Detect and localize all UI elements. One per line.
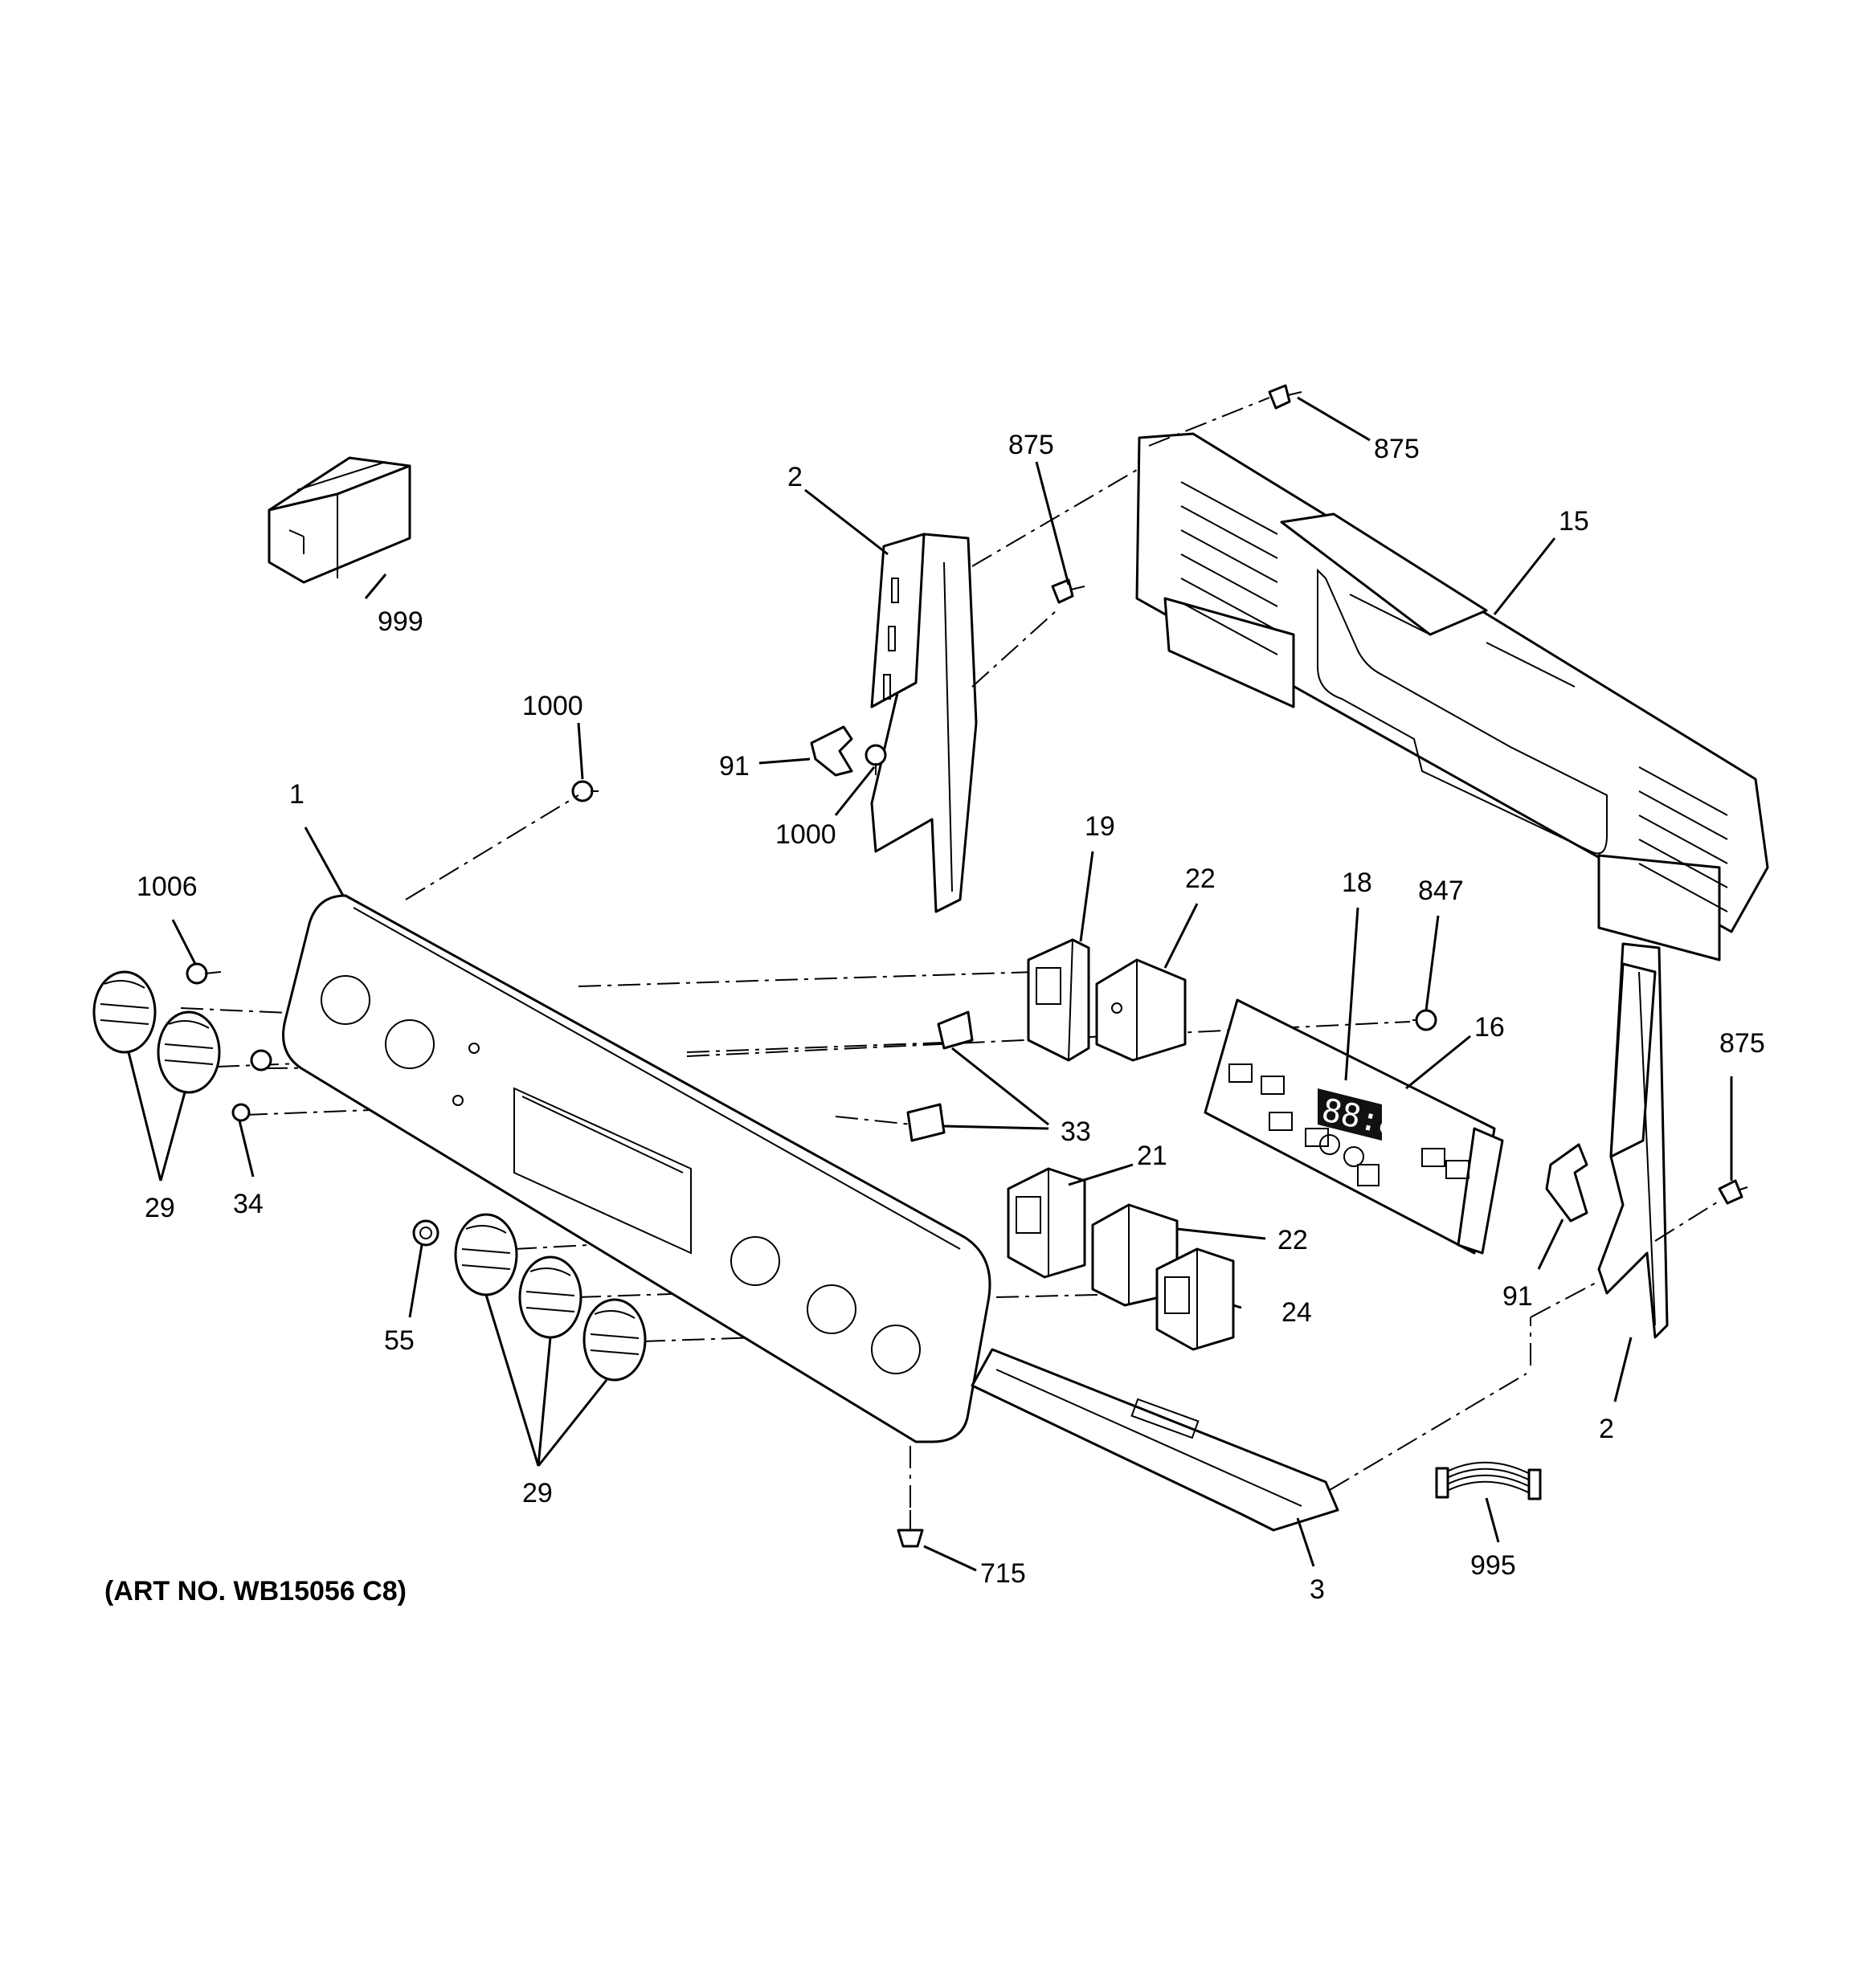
callout-875: 875 xyxy=(1374,434,1420,464)
callout-19: 19 xyxy=(1085,811,1115,842)
part-24-switch xyxy=(1155,1247,1235,1351)
callout-1: 1 xyxy=(289,779,305,810)
switches xyxy=(906,938,1235,1351)
callout-22: 22 xyxy=(1277,1225,1308,1255)
callout-18: 18 xyxy=(1342,867,1372,898)
callout-16: 16 xyxy=(1474,1012,1505,1043)
callout-21: 21 xyxy=(1137,1141,1167,1171)
callout-33: 33 xyxy=(1061,1116,1091,1147)
part-2-right-bracket xyxy=(1597,942,1669,1339)
screw-1000-top xyxy=(571,780,599,802)
callout-91: 91 xyxy=(719,751,750,782)
callout-24: 24 xyxy=(1281,1297,1312,1328)
callout-1000: 1000 xyxy=(522,691,583,721)
part-2-left-bracket xyxy=(870,533,978,913)
part-3-trim-strip xyxy=(971,1348,1339,1532)
part-999-box xyxy=(268,456,411,584)
screw-875-mid xyxy=(1051,578,1085,604)
part-995-harness xyxy=(1435,1461,1542,1500)
part-19-switch xyxy=(1027,938,1090,1062)
callout-55: 55 xyxy=(384,1325,415,1356)
callout-91: 91 xyxy=(1502,1281,1533,1312)
callout-847: 847 xyxy=(1418,876,1464,906)
part-91-clip-right xyxy=(1545,1143,1588,1223)
part-91-clip-left xyxy=(810,725,853,777)
callout-995: 995 xyxy=(1470,1550,1516,1581)
callout-999: 999 xyxy=(378,606,423,637)
screw-847 xyxy=(1412,1009,1437,1031)
screw-1000-bracket xyxy=(865,744,887,775)
callout-29: 29 xyxy=(522,1478,553,1508)
screws xyxy=(186,384,1748,1548)
knob-29 xyxy=(157,1010,221,1094)
knob-29 xyxy=(454,1213,518,1296)
callout-1006: 1006 xyxy=(137,872,198,902)
screw-715 xyxy=(897,1510,924,1548)
part-34-grommet xyxy=(231,1049,272,1122)
callout-875: 875 xyxy=(1719,1028,1765,1059)
callout-34: 34 xyxy=(233,1189,264,1219)
screw-875-top xyxy=(1268,384,1302,410)
callout-22: 22 xyxy=(1185,863,1216,894)
part-55-washer xyxy=(412,1219,439,1247)
leader-lines xyxy=(127,396,1733,1572)
callout-875: 875 xyxy=(1008,430,1054,460)
callout-29: 29 xyxy=(145,1193,175,1223)
knob-29 xyxy=(582,1298,647,1382)
knobs-group xyxy=(92,970,647,1382)
callout-labels: 875 875 875 2 2 15 999 1000 1000 91 91 1… xyxy=(137,430,1765,1605)
knob-29 xyxy=(518,1255,582,1339)
callout-1000: 1000 xyxy=(775,819,836,850)
part-33-rocker xyxy=(906,1103,946,1142)
part-15-rear-panel xyxy=(1135,432,1769,961)
screw-1006 xyxy=(186,962,222,985)
part-22-switch-top xyxy=(1095,958,1187,1062)
callout-715: 715 xyxy=(980,1558,1026,1589)
art-number: (ART NO. WB15056 C8) xyxy=(104,1576,407,1606)
callout-15: 15 xyxy=(1559,506,1589,537)
part-1-control-panel xyxy=(282,894,991,1443)
callout-3: 3 xyxy=(1310,1574,1325,1605)
callout-2: 2 xyxy=(1599,1414,1614,1444)
knob-29 xyxy=(92,970,157,1054)
screw-875-right xyxy=(1718,1179,1748,1205)
part-33-rocker xyxy=(937,1010,974,1050)
callout-2: 2 xyxy=(787,462,803,492)
part-21-switch xyxy=(1007,1167,1086,1279)
